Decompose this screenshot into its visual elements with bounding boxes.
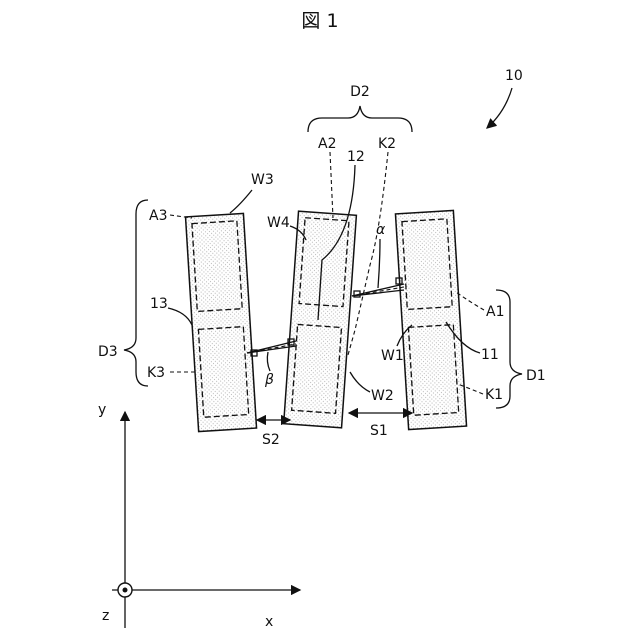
label-ref-12: 12 [347, 149, 365, 165]
leader-13 [168, 308, 192, 325]
label-a3: A3 [149, 208, 167, 224]
label-ref-13: 13 [150, 296, 168, 312]
leader-alpha [378, 239, 380, 288]
label-ref-11: 11 [481, 347, 499, 363]
strip-2 [284, 211, 357, 428]
strip-1 [395, 210, 466, 429]
strip-3-body [186, 213, 257, 431]
leader-a1 [456, 292, 484, 310]
label-beta: β [264, 372, 274, 388]
axis-label-z: z [102, 608, 109, 624]
leader-beta [267, 352, 270, 371]
label-d1: D1 [526, 368, 546, 384]
label-w2: W2 [371, 388, 394, 404]
device-label: 10 [505, 68, 523, 84]
label-w3: W3 [251, 172, 274, 188]
label-k1: K1 [485, 387, 503, 403]
leader-a2 [330, 152, 333, 218]
strip-2-body [284, 211, 357, 428]
brace-d3 [124, 200, 148, 386]
leader-w2 [350, 372, 370, 392]
label-w1: W1 [381, 348, 404, 364]
leader-w3 [230, 190, 252, 213]
label-s2: S2 [262, 432, 280, 448]
brace-d2 [308, 106, 412, 132]
label-w4: W4 [267, 215, 290, 231]
label-alpha: α [376, 222, 386, 238]
label-k2: K2 [378, 136, 396, 152]
label-k3: K3 [147, 365, 165, 381]
label-d2: D2 [350, 84, 370, 100]
axis-label-y: y [98, 402, 106, 418]
device-leader-arrow [487, 88, 512, 128]
z-axis-dot [123, 588, 128, 593]
label-a2: A2 [318, 136, 336, 152]
strip-1-body [395, 210, 466, 429]
figure-title: 図 1 [301, 10, 338, 32]
strip-3 [186, 213, 257, 431]
label-a1: A1 [486, 304, 504, 320]
label-d3: D3 [98, 344, 118, 360]
axis-label-x: x [265, 614, 273, 630]
label-s1: S1 [370, 423, 388, 439]
